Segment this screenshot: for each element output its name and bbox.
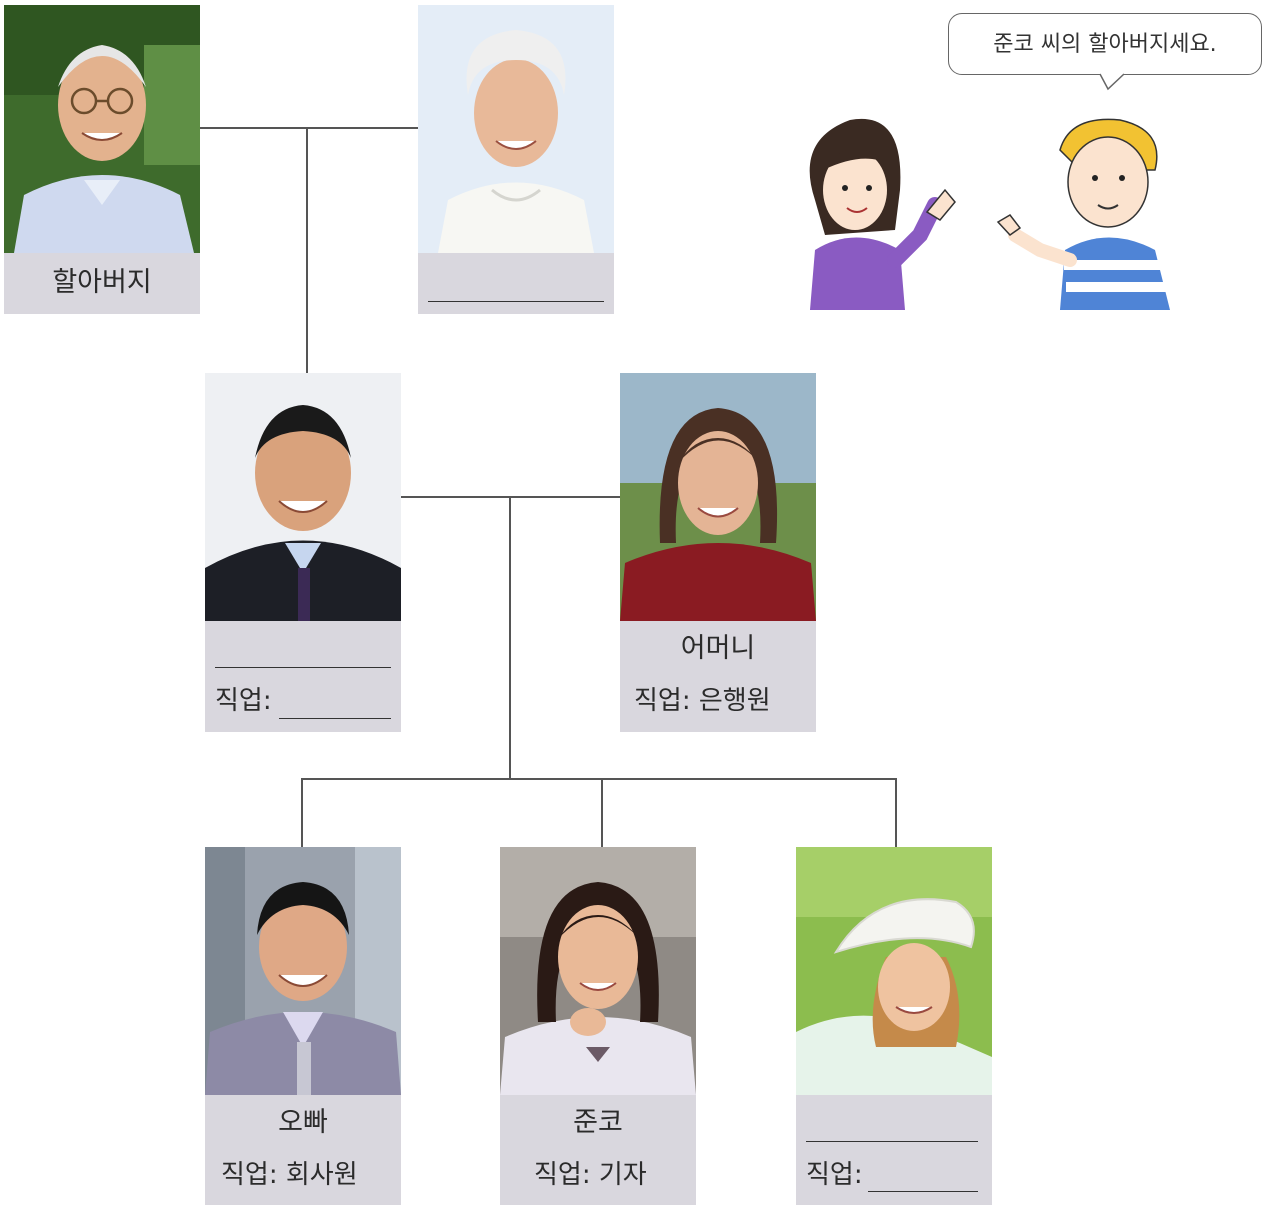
junko-job-label: 직업: xyxy=(534,1160,591,1190)
mother-card: 어머니 직업: 은행원 xyxy=(620,373,816,732)
brother-name: 오빠 xyxy=(278,1107,328,1138)
grandfather-photo xyxy=(4,5,200,253)
grandparents-link-line xyxy=(200,127,418,129)
junko-branch-line xyxy=(601,778,603,847)
sister-card: 직업: xyxy=(796,847,992,1205)
children-horizontal-line xyxy=(301,778,897,780)
sister-job-label: 직업: xyxy=(806,1160,863,1190)
grandfather-name: 할아버지 xyxy=(52,267,152,298)
sister-name-blank xyxy=(806,1141,978,1142)
speech-bubble-text: 준코 씨의 할아버지세요. xyxy=(993,32,1217,57)
boy-illustration xyxy=(996,118,1170,310)
grandfather-card: 할아버지 xyxy=(4,5,200,314)
father-job: 직업: xyxy=(215,685,272,717)
father-job-blank xyxy=(279,718,391,719)
father-name-blank xyxy=(215,667,391,668)
father-job-label: 직업: xyxy=(215,686,272,716)
junko-job: 직업: 기자 xyxy=(534,1159,647,1191)
brother-card: 오빠 직업: 회사원 xyxy=(205,847,401,1205)
sister-branch-line xyxy=(895,778,897,847)
grandmother-name-blank xyxy=(428,301,604,302)
mother-job-label: 직업: xyxy=(634,686,691,716)
grandmother-photo xyxy=(418,5,614,253)
father-card: 직업: xyxy=(205,373,401,732)
junko-photo xyxy=(500,847,696,1095)
junko-card: 준코 직업: 기자 xyxy=(500,847,696,1205)
junko-job-value: 기자 xyxy=(598,1160,647,1190)
speech-bubble-tail xyxy=(1099,73,1125,91)
brother-photo xyxy=(205,847,401,1095)
father-photo xyxy=(205,373,401,621)
girl-illustration xyxy=(809,118,956,310)
mother-job: 직업: 은행원 xyxy=(634,685,771,717)
brother-job-value: 회사원 xyxy=(285,1160,358,1190)
brother-job-label: 직업: xyxy=(221,1160,278,1190)
mother-name: 어머니 xyxy=(680,633,756,664)
sister-job-blank xyxy=(868,1191,978,1192)
parents-down-line xyxy=(509,496,511,779)
brother-job: 직업: 회사원 xyxy=(221,1159,358,1191)
grandparents-down-line xyxy=(306,127,308,373)
speech-bubble: 준코 씨의 할아버지세요. xyxy=(948,13,1262,75)
mother-job-value: 은행원 xyxy=(698,686,771,716)
junko-name: 준코 xyxy=(573,1107,623,1138)
sister-job: 직업: xyxy=(806,1159,863,1191)
mother-photo xyxy=(620,373,816,621)
grandmother-card xyxy=(418,5,614,314)
brother-branch-line xyxy=(301,778,303,847)
sister-photo xyxy=(796,847,992,1095)
